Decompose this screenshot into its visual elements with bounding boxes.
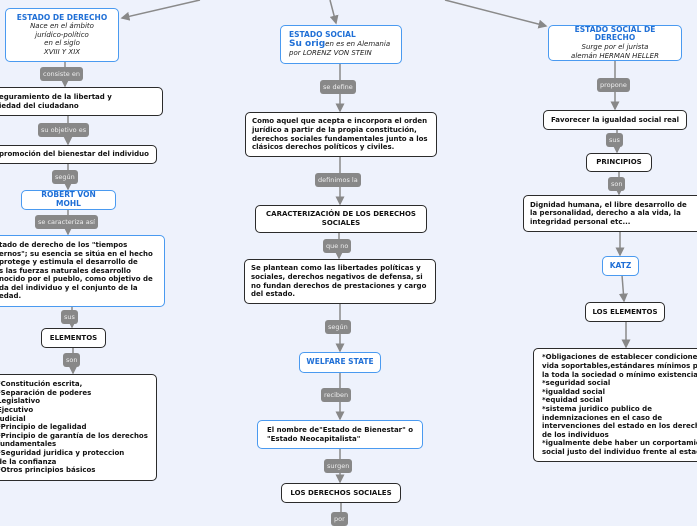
node-estado-social[interactable]: ESTADO SOCIAL Su origen es en Alemania p… [280, 25, 402, 64]
link-label[interactable]: según [325, 320, 351, 334]
node-promocion-bienestar[interactable]: promoción del bienestar del individuo [0, 145, 157, 164]
link-label[interactable]: se caracteriza así [35, 215, 98, 229]
node-dignidad-humana[interactable]: Dignidad humana, el libre desarrollo de … [523, 195, 697, 232]
link-label[interactable]: son [608, 177, 626, 191]
node-title: ESTADO SOCIAL DE DERECHO [574, 24, 656, 43]
node-robert-von-mohl[interactable]: ROBERT VON MOHL [21, 190, 116, 210]
link-label[interactable]: sus [606, 133, 623, 147]
node-title: ESTADO SOCIAL [289, 30, 356, 40]
node-subtitle: Surge por el jurista alemán HERMAN HELLE… [571, 43, 659, 60]
node-katz[interactable]: KATZ [602, 256, 639, 276]
link-label[interactable]: definimos la [315, 173, 361, 187]
node-estado-de-derecho[interactable]: ESTADO DE DERECHO Nace en el ámbito jurí… [5, 8, 119, 62]
link-label[interactable]: que no [323, 239, 352, 253]
node-libertades[interactable]: Se plantean como las libertades política… [244, 259, 436, 304]
node-estado-social-de-derecho[interactable]: ESTADO SOCIAL DE DERECHO Surge por el ju… [548, 25, 682, 61]
node-principios[interactable]: PRINCIPIOS [586, 153, 652, 172]
link-label[interactable]: reciben [321, 388, 352, 402]
link-label[interactable]: surgen [324, 459, 353, 473]
link-label[interactable]: sus [61, 310, 78, 324]
link-label[interactable]: propone [597, 78, 630, 92]
link-label[interactable]: son [63, 353, 81, 367]
node-caracterizacion-estado-derecho[interactable]: tado de derecho de los "tiempos ernos"; … [0, 235, 165, 307]
node-igualdad-social[interactable]: Favorecer la igualdad social real [543, 110, 687, 130]
link-label[interactable]: por [331, 512, 348, 526]
node-origin-highlight: Su orig [289, 38, 326, 49]
node-title: ESTADO DE DERECHO [16, 12, 108, 22]
node-definicion[interactable]: Como aquel que acepta e incorpora el ord… [245, 112, 437, 157]
node-subtitle: en es en Alemania por LORENZ VON STEIN [289, 39, 391, 57]
node-los-elementos[interactable]: LOS ELEMENTOS [585, 302, 665, 322]
node-estado-bienestar[interactable]: El nombre de"Estado de Bienestar" o "Est… [257, 420, 423, 449]
link-label[interactable]: se define [320, 80, 356, 94]
node-elementos[interactable]: ELEMENTOS [41, 328, 106, 348]
node-derechos-sociales[interactable]: LOS DERECHOS SOCIALES [281, 483, 401, 503]
link-label[interactable]: su objetivo es [38, 123, 90, 137]
link-label[interactable]: según [52, 170, 78, 184]
node-welfare-state[interactable]: WELFARE STATE [299, 352, 381, 373]
node-lista-elementos-derecho[interactable]: *Obligaciones de establecer condiciones … [533, 348, 697, 462]
link-label[interactable]: consiste en [40, 67, 83, 81]
node-subtitle: Nace en el ámbito jurídico-político en e… [30, 22, 94, 56]
node-aseguramiento[interactable]: eguramiento de la libertad y iedad del c… [0, 87, 163, 116]
node-lista-elementos[interactable]: *Constitución escrita, *Separación de po… [0, 374, 157, 481]
node-caracterizacion-derechos[interactable]: CARACTERIZACIÓN DE LOS DERECHOS SOCIALES [255, 205, 427, 233]
